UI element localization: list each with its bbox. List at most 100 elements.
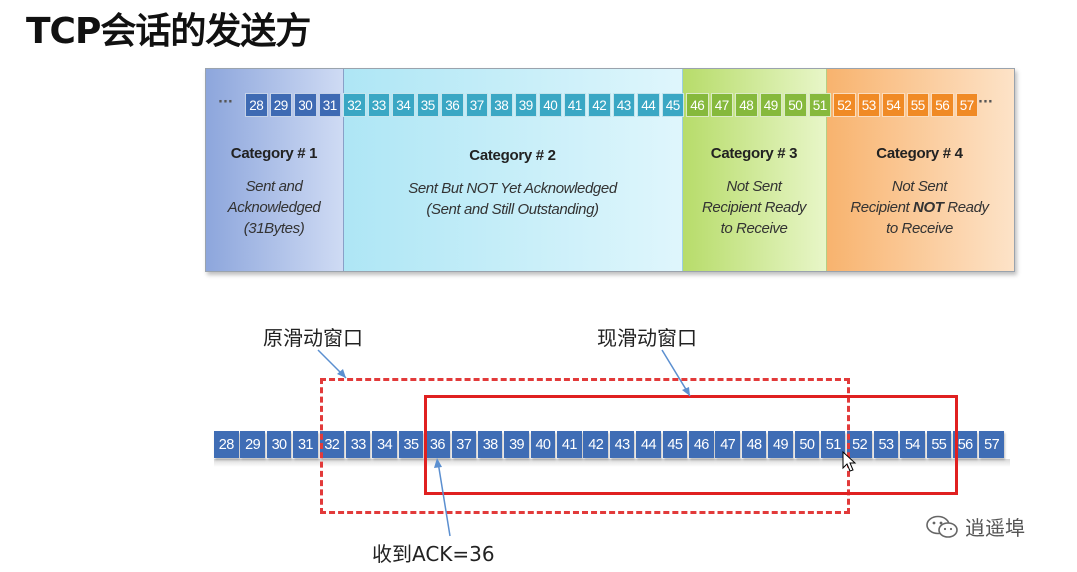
ack-label: 收到ACK=36: [372, 542, 495, 566]
sequence-cell: 28: [214, 431, 239, 458]
sequence-cell: 39: [504, 431, 529, 458]
new-window-pointer: [661, 349, 691, 397]
category-1-line: Sent and: [245, 178, 303, 195]
sequence-cell: 50: [784, 93, 807, 117]
mouse-cursor-icon: [842, 450, 857, 472]
arrowhead: [337, 369, 346, 378]
category-4-line-part: Ready: [943, 199, 989, 216]
category-2-text: Category # 2 Sent But NOT Yet Acknowledg…: [343, 147, 682, 220]
category-2-line: (Sent and Still Outstanding): [426, 201, 599, 218]
sequence-cell: 34: [372, 431, 397, 458]
sequence-cell: 47: [710, 93, 733, 117]
category-4-emphasis: NOT: [913, 199, 944, 216]
sequence-cell: 35: [416, 93, 439, 117]
wechat-icon: [926, 515, 958, 538]
sequence-cell: 37: [451, 431, 477, 458]
sequence-cell: 46: [689, 431, 714, 458]
sequence-cell: 57: [979, 431, 1004, 458]
category-4-line: to Receive: [886, 220, 953, 237]
sequence-cell: 47: [715, 431, 740, 458]
sequence-cell: 51: [808, 93, 831, 117]
category-4-text: Category # 4 Not Sent Recipient NOT Read…: [826, 145, 1013, 239]
sequence-cell: 45: [661, 93, 684, 117]
sequence-cell: 48: [735, 93, 758, 117]
sequence-cell: 38: [477, 431, 503, 458]
sequence-cell: 43: [612, 93, 635, 117]
sequence-cell: 28: [245, 93, 268, 117]
sequence-cell: 37: [465, 93, 488, 117]
sequence-cell: 34: [392, 93, 415, 117]
sequence-cell: 46: [686, 93, 709, 117]
sequence-cell: 44: [637, 93, 660, 117]
category-1-line: (31Bytes): [243, 220, 305, 237]
sequence-cell: 55: [906, 93, 929, 117]
ack-pointer: [437, 461, 451, 537]
category-1-text: Category # 1 Sent and Acknowledged (31By…: [205, 145, 343, 239]
sequence-cell: 40: [539, 93, 562, 117]
category-2-line: Sent But NOT Yet Acknowledged: [408, 180, 617, 197]
sequence-cell: 52: [847, 431, 872, 458]
category-1-heading: Category # 1: [230, 145, 318, 162]
sequence-cell: 36: [425, 431, 450, 458]
sequence-cell: 35: [398, 431, 424, 458]
trailing-ellipsis: ···: [978, 95, 993, 110]
sequence-cell: 45: [662, 431, 688, 458]
sequence-cell: 31: [293, 431, 318, 458]
arrowhead: [682, 387, 690, 396]
category-3-heading: Category # 3: [710, 145, 798, 162]
sequence-cell: 50: [794, 431, 820, 458]
sequence-cell: 43: [609, 431, 635, 458]
watermark-text: 逍遥埠: [965, 516, 1025, 540]
sequence-cell: 51: [820, 431, 846, 458]
sequence-cell: 54: [900, 431, 925, 458]
sequence-cell: 49: [768, 431, 793, 458]
sequence-cell: 29: [240, 431, 265, 458]
category-3-line: Not Sent: [726, 178, 782, 195]
old-sliding-window: [320, 378, 850, 514]
new-sliding-window: [424, 395, 958, 495]
sequence-cell: 30: [294, 93, 317, 117]
sequence-shadow: [214, 459, 1010, 467]
sequence-cell: 29: [269, 93, 292, 117]
leading-ellipsis: ···: [218, 95, 233, 110]
sequence-cell: 48: [741, 431, 767, 458]
category-4-heading: Category # 4: [876, 145, 963, 162]
sequence-cell: 40: [530, 431, 556, 458]
category-3-line: Recipient Ready: [701, 199, 807, 216]
sequence-cell: 53: [873, 431, 899, 458]
sequence-cell: 36: [441, 93, 464, 117]
sequence-cell: 57: [955, 93, 978, 117]
arrowhead: [434, 458, 442, 468]
sequence-cell: 33: [345, 431, 371, 458]
sequence-cell: 44: [636, 431, 661, 458]
sequence-cell: 53: [857, 93, 880, 117]
category-1-line: Acknowledged: [227, 199, 321, 216]
sequence-cell: 39: [514, 93, 537, 117]
category-2-heading: Category # 2: [469, 147, 556, 164]
category-4-line-part: Recipient: [850, 199, 914, 216]
sequence-cell: 41: [557, 431, 582, 458]
sequence-cell: 30: [266, 431, 292, 458]
category-3-line: to Receive: [720, 220, 788, 237]
page-title: TCP会话的发送方: [26, 11, 311, 52]
watermark: 逍遥埠: [925, 512, 1025, 541]
sequence-cell: 41: [563, 93, 586, 117]
sequence-cell: 49: [759, 93, 782, 117]
sequence-cell: 54: [882, 93, 905, 117]
category-4-line: Recipient NOT Ready: [826, 197, 1013, 218]
sequence-cell: 38: [490, 93, 513, 117]
category-3-text: Category # 3 Not Sent Recipient Ready to…: [682, 145, 826, 239]
sequence-cell: 42: [588, 93, 611, 117]
sequence-cell: 52: [833, 93, 856, 117]
sequence-cell: 55: [926, 431, 952, 458]
category-4-line: Not Sent: [891, 178, 948, 195]
sequence-cell: 42: [583, 431, 608, 458]
sequence-cell: 33: [367, 93, 390, 117]
sequence-cell: 32: [343, 93, 366, 117]
new-window-label: 现滑动窗口: [597, 326, 697, 350]
old-window-label: 原滑动窗口: [263, 326, 363, 350]
sequence-cell: 32: [319, 431, 345, 458]
